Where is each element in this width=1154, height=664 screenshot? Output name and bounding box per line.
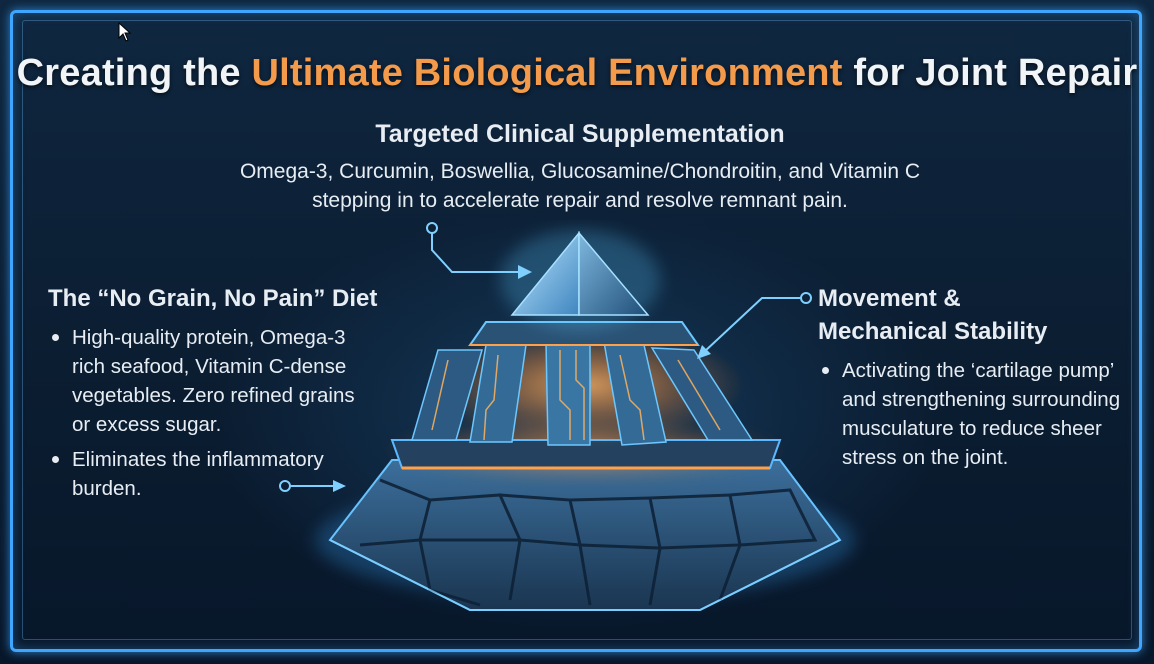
pyramid-cap (500, 230, 660, 330)
inner-frame (22, 20, 1132, 640)
supplementation-section: Targeted Clinical Supplementation Omega-… (200, 120, 960, 215)
page-title: Creating the Ultimate Biological Environ… (0, 52, 1154, 95)
arrow-icon (697, 345, 711, 359)
diet-section: The “No Grain, No Pain” Diet High-qualit… (48, 282, 378, 509)
title-suffix: for Joint Repair (842, 52, 1138, 94)
movement-heading: Movement & Mechanical Stability (818, 282, 1138, 348)
diet-bullet-2: Eliminates the inflammatory burden. (48, 445, 378, 503)
supplementation-line-2: stepping in to accelerate repair and res… (312, 189, 848, 212)
arrow-icon (333, 480, 346, 492)
diet-heading: The “No Grain, No Pain” Diet (48, 285, 378, 312)
supplementation-heading: Targeted Clinical Supplementation (375, 120, 785, 148)
columns (411, 341, 754, 446)
connector-top (426, 222, 522, 273)
movement-bullets: Activating the ‘cartilage pump’ and stre… (818, 356, 1138, 472)
title-prefix: Creating the (16, 52, 252, 94)
mouse-cursor-icon (118, 22, 132, 42)
connector-dot-icon (426, 222, 438, 234)
arrow-icon (518, 265, 532, 279)
connector-right (703, 292, 812, 353)
title-highlight: Ultimate Biological Environment (251, 52, 843, 94)
diet-bullets: High-quality protein, Omega-3 rich seafo… (48, 323, 378, 503)
movement-bullet-1: Activating the ‘cartilage pump’ and stre… (818, 356, 1138, 472)
connector-left (279, 480, 336, 492)
supplementation-line-1: Omega-3, Curcumin, Boswellia, Glucosamin… (239, 160, 921, 183)
stone-base (328, 459, 842, 611)
movement-heading-line-2: Mechanical Stability (818, 318, 1048, 345)
outer-frame (10, 10, 1142, 652)
diet-bullet-1: High-quality protein, Omega-3 rich seafo… (48, 323, 378, 439)
movement-section: Movement & Mechanical Stability Activati… (818, 282, 1138, 478)
connector-dot-icon (800, 292, 812, 304)
movement-heading-line-1: Movement & (818, 285, 961, 312)
